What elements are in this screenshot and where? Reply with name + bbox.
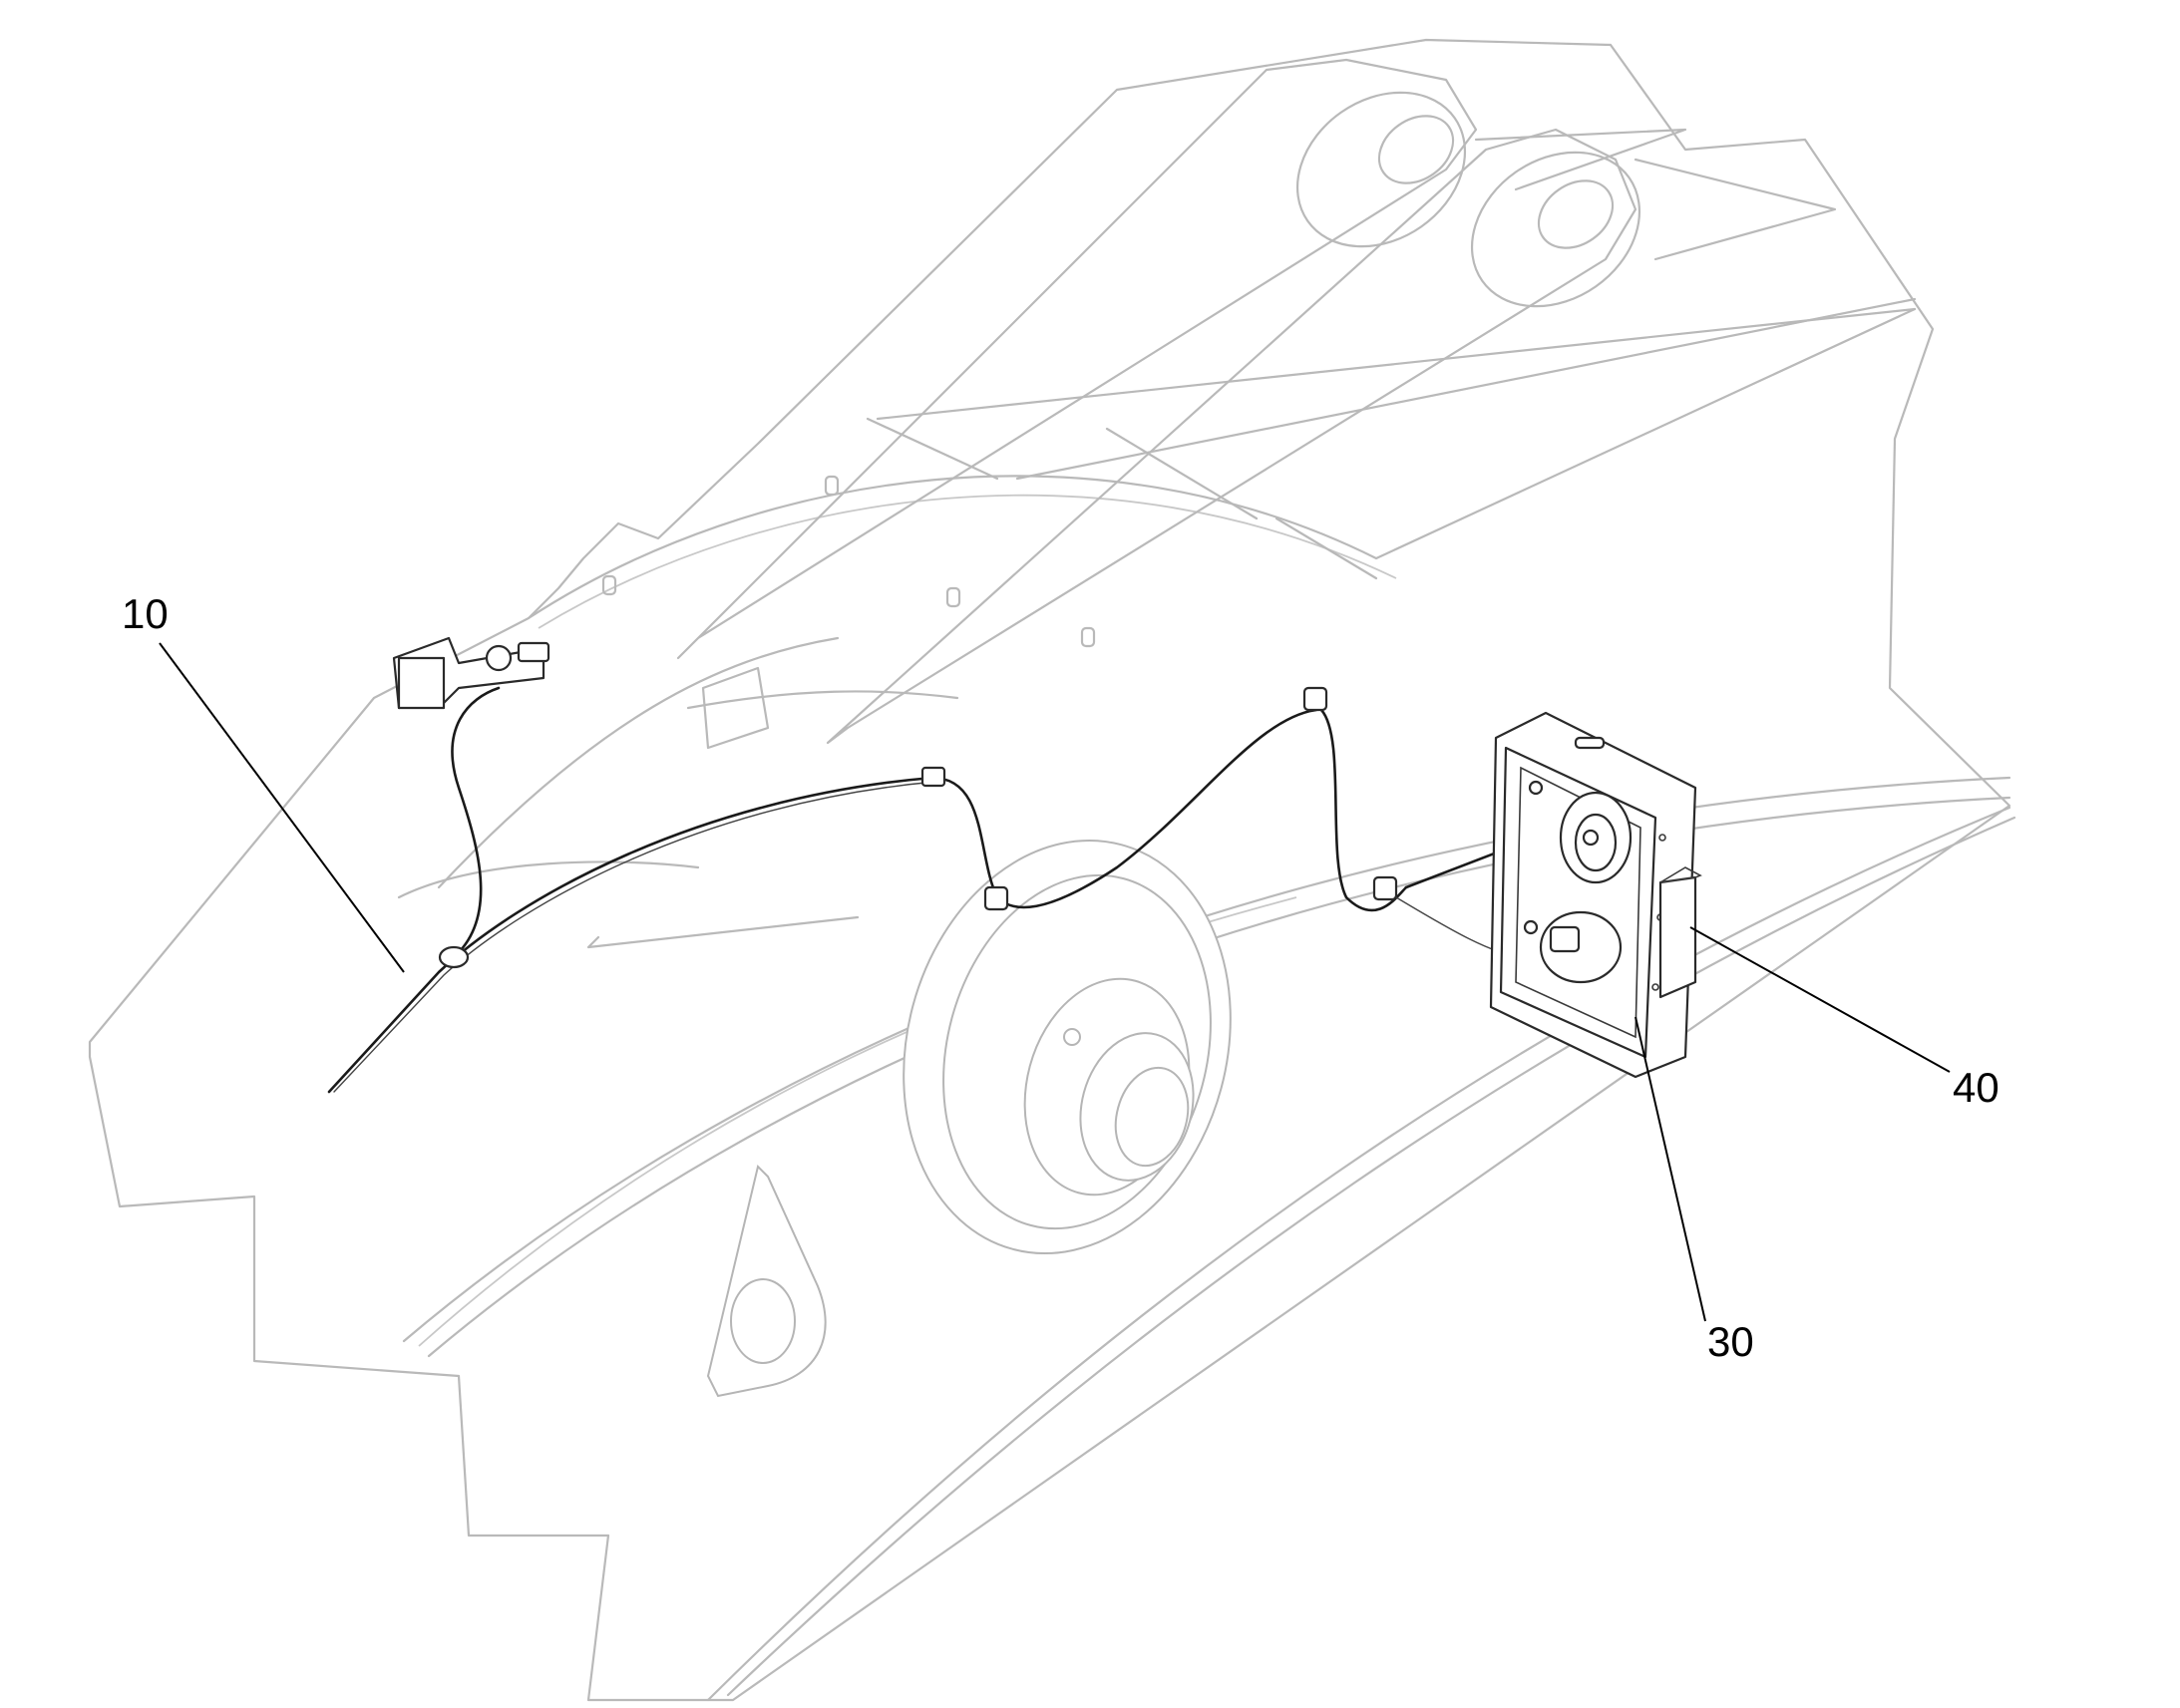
top-plate-line-1 bbox=[876, 307, 1917, 421]
leader-10 bbox=[159, 642, 405, 973]
pin-eye-hole-left bbox=[1377, 115, 1455, 184]
harness-branch-sensor bbox=[451, 686, 501, 959]
side-module bbox=[1658, 866, 1702, 999]
boss-ring-5 bbox=[1114, 1066, 1190, 1168]
top-plate-line-5 bbox=[1274, 516, 1378, 580]
callout-40: 40 bbox=[1953, 1064, 1999, 1111]
inner-panel-3 bbox=[586, 915, 860, 949]
module-body bbox=[1658, 875, 1697, 999]
boom-block bbox=[701, 666, 770, 750]
boss-2 bbox=[601, 574, 617, 596]
arm-tip-left bbox=[1474, 128, 1687, 191]
boom-frame bbox=[88, 38, 2016, 1702]
top-plate-line-3 bbox=[866, 417, 999, 481]
pin-eye-outer-left bbox=[1295, 91, 1467, 248]
inner-panel-2 bbox=[686, 690, 959, 710]
circular-boss bbox=[903, 839, 1232, 1255]
top-plate-line-2 bbox=[1015, 297, 1917, 481]
callout-30: 30 bbox=[1707, 1318, 1754, 1365]
sensor-bracket bbox=[392, 636, 550, 710]
box-slot bbox=[1574, 736, 1606, 750]
lower-connector bbox=[1549, 925, 1581, 953]
harness-mid-dip bbox=[930, 708, 1318, 909]
leader-30 bbox=[1635, 1016, 1706, 1322]
clip-2 bbox=[983, 885, 1009, 911]
boom-upper-edge bbox=[527, 307, 1917, 620]
module-top bbox=[1659, 866, 1702, 883]
pin-eye-outer-right bbox=[1470, 151, 1641, 308]
inner-panel-4 bbox=[397, 860, 700, 899]
harness-main-run bbox=[327, 776, 934, 1094]
sensor-connector bbox=[517, 641, 550, 663]
triangular-bracket bbox=[706, 1165, 827, 1398]
pin-eye-hole-right bbox=[1537, 179, 1615, 249]
side-hole-1 bbox=[1658, 834, 1666, 842]
boss-3 bbox=[945, 586, 961, 608]
clip-3 bbox=[1302, 686, 1328, 712]
clip-1 bbox=[920, 766, 946, 788]
arm-tip-right bbox=[1634, 158, 1837, 261]
mount-hole-top bbox=[1528, 780, 1544, 796]
boss-1 bbox=[824, 475, 840, 497]
arm-left bbox=[676, 58, 1478, 660]
callout-10: 10 bbox=[122, 590, 169, 637]
boom-outline-left bbox=[88, 38, 2011, 1702]
bracket-block bbox=[397, 656, 446, 710]
bracket-hole bbox=[730, 1278, 796, 1364]
boom-flange-3 bbox=[726, 816, 2016, 1697]
inner-panel-1 bbox=[437, 636, 840, 889]
boss-4 bbox=[1080, 626, 1096, 648]
boom-flange-4 bbox=[706, 806, 2011, 1702]
leader-40 bbox=[1689, 926, 1951, 1073]
top-plate-line-4 bbox=[1105, 427, 1259, 520]
mount-hole-bottom bbox=[1523, 919, 1539, 935]
boom-upper-edge-2 bbox=[538, 494, 1397, 629]
boom-arms bbox=[601, 58, 1837, 750]
harness-main-run-2 bbox=[333, 781, 936, 1093]
clip-4 bbox=[1372, 875, 1398, 901]
boss-center-pin bbox=[1063, 1028, 1081, 1046]
harness-down bbox=[1319, 708, 1408, 912]
control-box bbox=[1489, 711, 1697, 1079]
sensor-head bbox=[485, 644, 513, 672]
gauge-pin bbox=[1582, 829, 1600, 847]
side-hole-3 bbox=[1651, 983, 1659, 991]
arm-right bbox=[826, 128, 1637, 745]
grommet-1 bbox=[438, 945, 470, 969]
